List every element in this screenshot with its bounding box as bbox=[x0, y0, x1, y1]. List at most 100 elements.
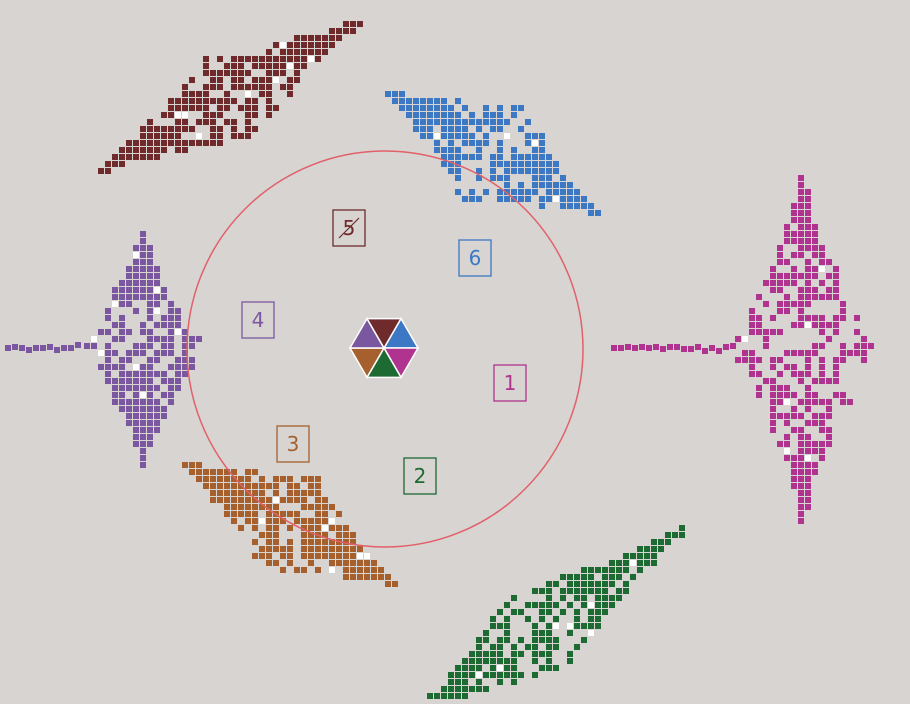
data-point bbox=[681, 346, 687, 352]
data-point bbox=[189, 364, 195, 370]
data-point bbox=[812, 399, 818, 405]
data-point bbox=[147, 420, 153, 426]
data-point bbox=[147, 399, 153, 405]
data-point bbox=[763, 329, 769, 335]
data-point bbox=[455, 168, 461, 174]
data-point bbox=[273, 42, 279, 48]
data-point bbox=[238, 77, 244, 83]
data-point bbox=[805, 266, 811, 272]
data-point bbox=[805, 392, 811, 398]
data-point bbox=[266, 56, 272, 62]
data-point bbox=[245, 98, 251, 104]
data-point bbox=[469, 672, 475, 678]
data-point bbox=[147, 385, 153, 391]
data-point bbox=[791, 455, 797, 461]
data-point bbox=[105, 315, 111, 321]
data-point bbox=[616, 595, 622, 601]
data-point bbox=[427, 133, 433, 139]
data-point bbox=[252, 63, 258, 69]
data-point bbox=[119, 154, 125, 160]
cluster-label-6-text: 6 bbox=[469, 246, 482, 270]
data-point bbox=[287, 511, 293, 517]
data-point bbox=[504, 168, 510, 174]
data-point bbox=[329, 525, 335, 531]
data-point bbox=[399, 91, 405, 97]
data-point bbox=[826, 413, 832, 419]
data-point bbox=[511, 665, 517, 671]
data-point bbox=[581, 567, 587, 573]
data-point bbox=[840, 357, 846, 363]
data-point bbox=[497, 105, 503, 111]
data-point bbox=[518, 189, 524, 195]
data-point bbox=[175, 119, 181, 125]
data-point bbox=[182, 371, 188, 377]
data-point bbox=[770, 287, 776, 293]
data-point bbox=[140, 126, 146, 132]
data-point bbox=[203, 98, 209, 104]
data-point bbox=[539, 651, 545, 657]
data-point bbox=[280, 553, 286, 559]
data-point bbox=[448, 693, 454, 699]
data-point bbox=[770, 420, 776, 426]
data-point bbox=[819, 357, 825, 363]
data-point bbox=[273, 490, 279, 496]
data-point bbox=[434, 98, 440, 104]
data-point bbox=[280, 63, 286, 69]
data-point bbox=[140, 252, 146, 258]
data-point bbox=[777, 280, 783, 286]
data-point bbox=[126, 329, 132, 335]
data-point bbox=[833, 357, 839, 363]
data-point bbox=[581, 623, 587, 629]
data-point bbox=[497, 140, 503, 146]
data-point bbox=[805, 504, 811, 510]
data-point bbox=[588, 588, 594, 594]
data-point bbox=[840, 350, 846, 356]
data-point bbox=[154, 406, 160, 412]
data-point bbox=[252, 553, 258, 559]
data-point bbox=[308, 532, 314, 538]
data-point bbox=[574, 574, 580, 580]
data-point bbox=[660, 346, 666, 352]
data-point bbox=[784, 364, 790, 370]
data-point bbox=[553, 168, 559, 174]
data-point bbox=[476, 658, 482, 664]
data-point bbox=[119, 406, 125, 412]
data-point bbox=[609, 595, 615, 601]
data-point bbox=[469, 658, 475, 664]
data-point bbox=[763, 343, 769, 349]
data-point bbox=[441, 126, 447, 132]
data-point bbox=[294, 77, 300, 83]
data-point bbox=[315, 539, 321, 545]
data-point bbox=[469, 140, 475, 146]
data-point bbox=[119, 280, 125, 286]
data-point bbox=[483, 672, 489, 678]
data-point bbox=[182, 329, 188, 335]
data-point bbox=[343, 532, 349, 538]
data-point bbox=[224, 105, 230, 111]
data-point bbox=[252, 504, 258, 510]
data-point bbox=[210, 469, 216, 475]
data-point bbox=[112, 364, 118, 370]
data-point bbox=[812, 420, 818, 426]
data-point bbox=[210, 133, 216, 139]
data-point bbox=[553, 581, 559, 587]
data-point bbox=[497, 196, 503, 202]
data-point bbox=[119, 378, 125, 384]
data-point bbox=[252, 483, 258, 489]
data-point bbox=[504, 658, 510, 664]
data-point bbox=[476, 147, 482, 153]
data-point bbox=[539, 175, 545, 181]
data-point bbox=[224, 504, 230, 510]
data-point bbox=[539, 133, 545, 139]
data-point bbox=[833, 294, 839, 300]
data-point bbox=[112, 287, 118, 293]
data-point bbox=[294, 49, 300, 55]
data-point bbox=[161, 294, 167, 300]
data-point bbox=[532, 161, 538, 167]
data-point bbox=[315, 35, 321, 41]
data-point bbox=[147, 392, 153, 398]
data-point bbox=[161, 406, 167, 412]
data-point bbox=[518, 651, 524, 657]
data-point bbox=[154, 413, 160, 419]
data-point bbox=[392, 581, 398, 587]
